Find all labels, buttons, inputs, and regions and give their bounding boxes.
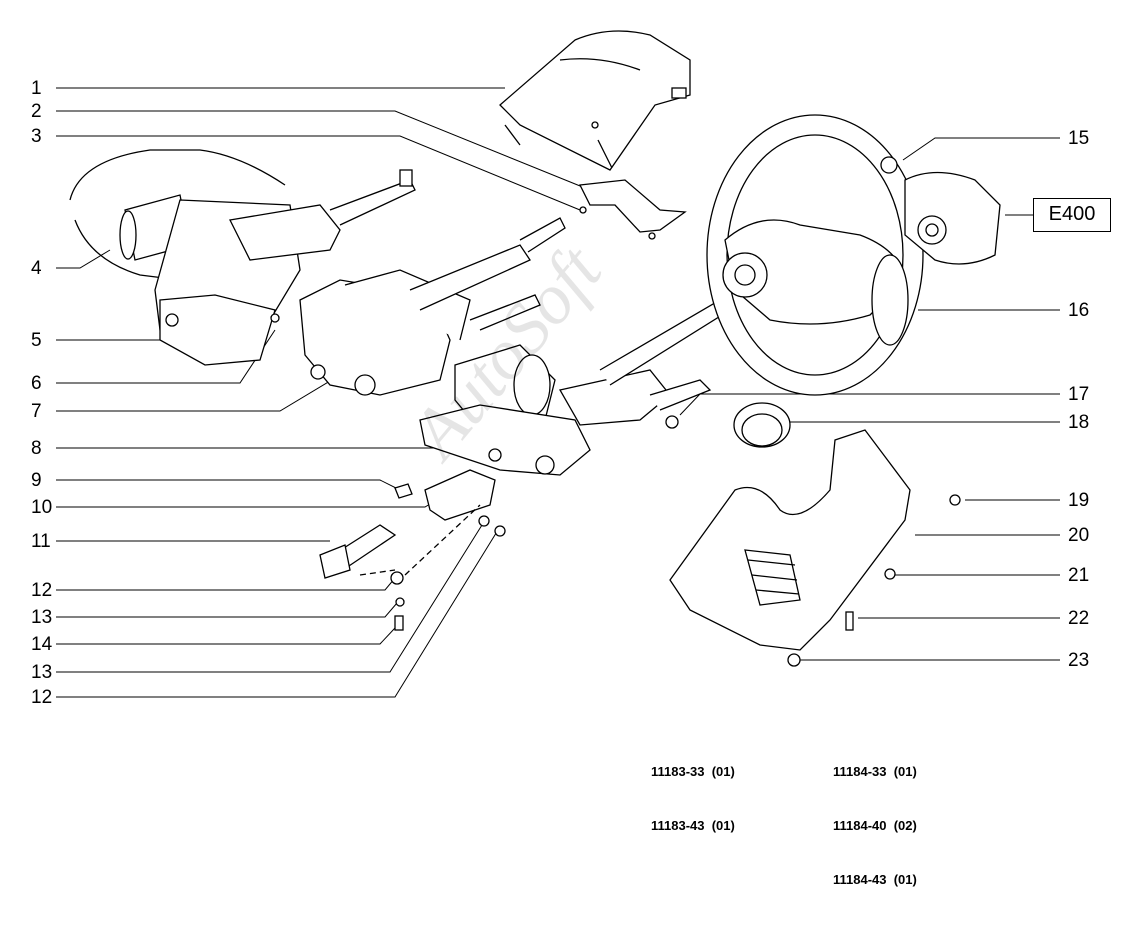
- callout-20: 20: [1068, 525, 1090, 546]
- model-code: 11183-33 (01): [651, 764, 735, 779]
- callout-4: 4: [31, 258, 42, 279]
- callout-7: 7: [31, 401, 42, 422]
- callout-12b: 12: [31, 687, 53, 708]
- callout-12a: 12: [31, 580, 53, 601]
- callout-18: 18: [1068, 412, 1090, 433]
- callout-1: 1: [31, 78, 42, 99]
- steering-wheel: [706, 114, 924, 396]
- callout-2: 2: [31, 101, 42, 122]
- nut-and-ring: [665, 402, 791, 448]
- reference-box-e400: E400: [1033, 198, 1111, 232]
- callout-13a: 13: [31, 607, 53, 628]
- model-code: 11184-43 (01): [833, 872, 917, 887]
- callout-19: 19: [1068, 490, 1090, 511]
- callout-6: 6: [31, 373, 42, 394]
- callout-9: 9: [31, 470, 42, 491]
- callout-14: 14: [31, 634, 53, 655]
- airbag-module: [880, 156, 1001, 265]
- exploded-view-drawing: [56, 30, 1060, 698]
- model-codes-col2: 11184-33 (01) 11184-40 (02) 11184-43 (01…: [833, 727, 917, 925]
- callout-10: 10: [31, 497, 53, 518]
- mounting-bracket: [579, 179, 687, 240]
- upper-shroud: [499, 30, 691, 171]
- model-code: 11184-40 (02): [833, 818, 917, 833]
- callout-21: 21: [1068, 565, 1090, 586]
- steering-column-lower: [419, 279, 753, 476]
- model-code: 11184-33 (01): [833, 764, 917, 779]
- callout-22: 22: [1068, 608, 1090, 629]
- steering-column-middle: [299, 217, 566, 396]
- callout-8: 8: [31, 438, 42, 459]
- callout-15: 15: [1068, 128, 1090, 149]
- model-code: 11183-43 (01): [651, 818, 735, 833]
- steering-column-diagram: AutoSoft 1 2 3 4 5 6 7 8 9 10 11 12 13 1…: [31, 30, 1111, 887]
- model-codes-col1: 11183-33 (01) 11183-43 (01): [651, 727, 735, 871]
- callout-16: 16: [1068, 300, 1090, 321]
- callout-5: 5: [31, 330, 42, 351]
- callout-3: 3: [31, 126, 42, 147]
- callout-13b: 13: [31, 662, 53, 683]
- callout-17: 17: [1068, 384, 1090, 405]
- callout-11: 11: [31, 531, 51, 552]
- screws: [270, 313, 961, 667]
- electric-column-assembly-left: [69, 149, 416, 366]
- callout-23: 23: [1068, 650, 1090, 671]
- lower-shroud: [669, 429, 911, 651]
- leader-lines-left: [56, 87, 591, 698]
- leader-lines-right: [679, 137, 1060, 661]
- intermediate-shaft: [319, 469, 506, 631]
